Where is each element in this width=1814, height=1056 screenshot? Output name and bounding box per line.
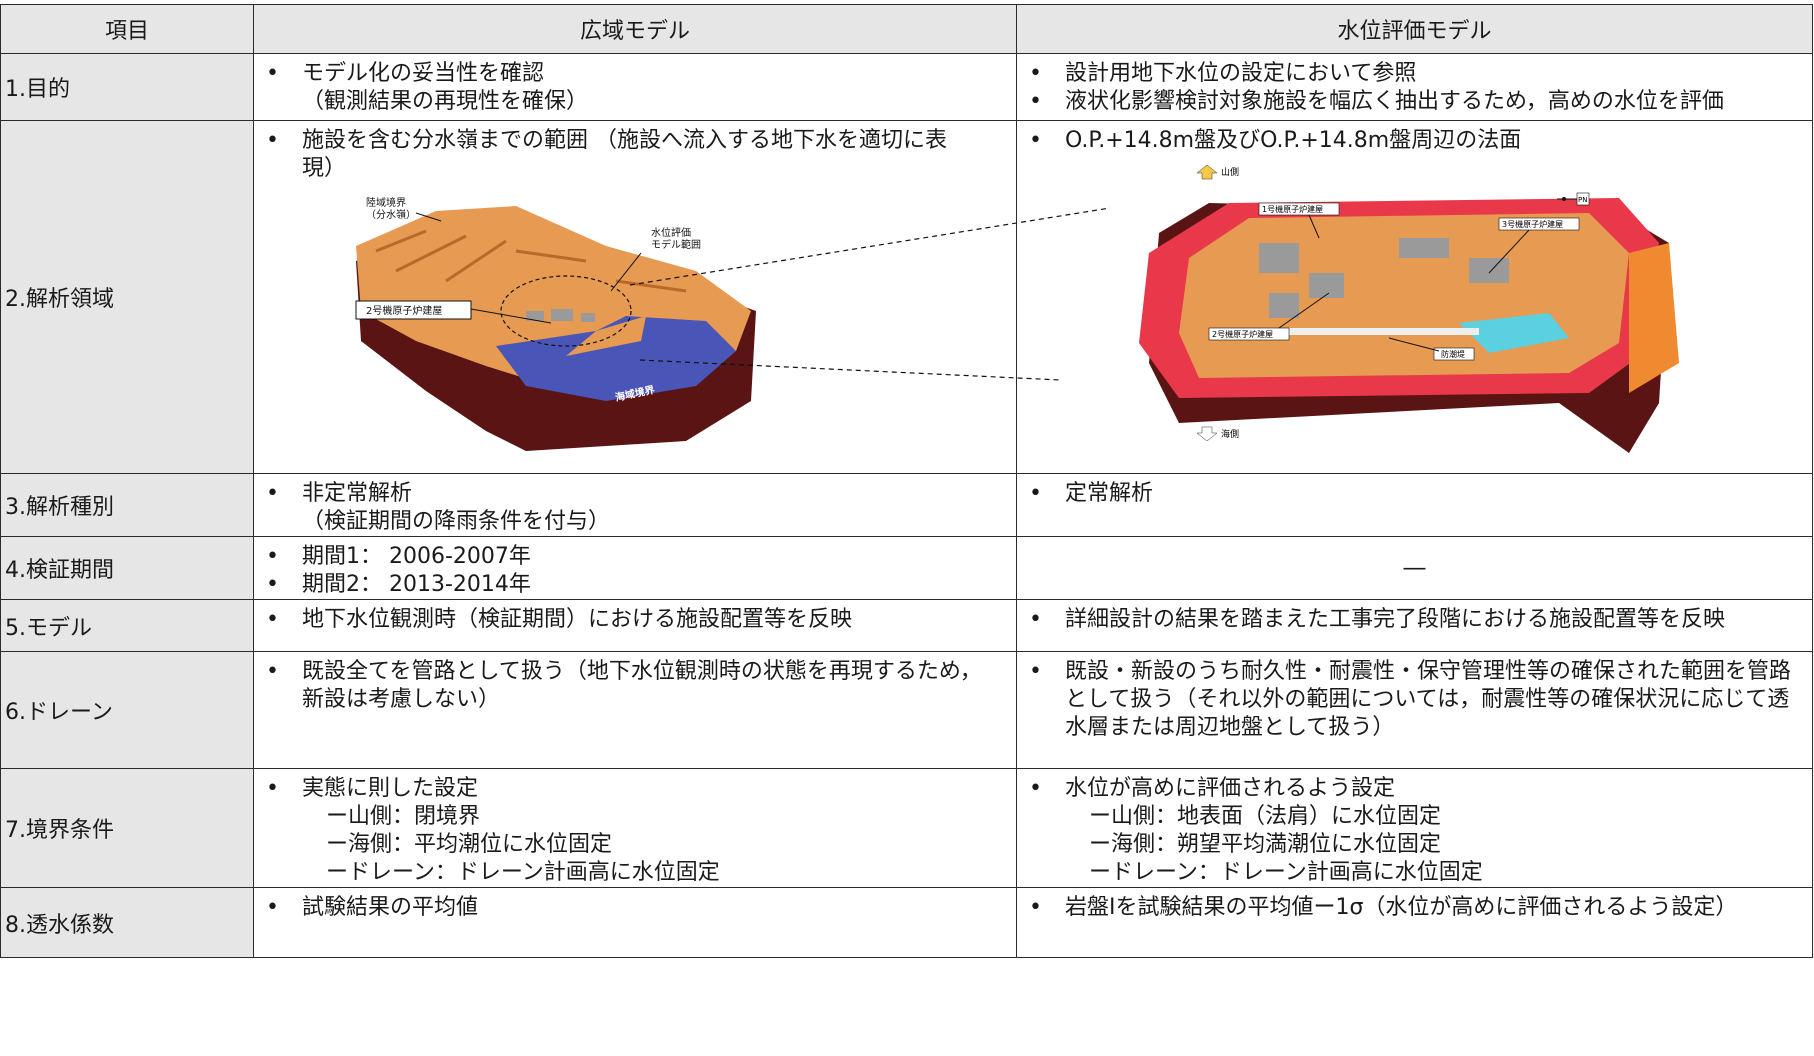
row-label: 7.境界条件	[0, 768, 254, 888]
cell-text: O.P.+14.8m盤及びO.P.+14.8m盤周辺の法面	[1029, 127, 1804, 155]
cell-text: ー山側：閉境界	[326, 804, 481, 829]
cell-text: ー海側：朔望平均満潮位に水位固定	[1089, 832, 1442, 857]
cell-text: 詳細設計の結果を踏まえた工事完了段階における施設配置等を反映	[1029, 606, 1804, 634]
unit3-label: 3号機原子炉建屋	[1502, 219, 1563, 229]
cell-text: 地下水位観測時（検証期間）における施設配置等を反映	[266, 606, 1008, 634]
cell-wide: 期間1： 2006-2007年 期間2： 2013-2014年	[253, 536, 1017, 600]
table-row: 8.透水係数 試験結果の平均値 岩盤Ⅰを試験結果の平均値ー1σ（水位が高めに評価…	[0, 887, 1813, 958]
cell-text: 液状化影響検討対象施設を幅広く抽出するため，高めの水位を評価	[1029, 88, 1804, 116]
cell-text: 設計用地下水位の設定において参照	[1029, 60, 1804, 88]
cell-text: モデル化の妥当性を確認	[266, 60, 1008, 88]
cell-text: （検証期間の降雨条件を付与）	[302, 509, 611, 534]
terrain-shape	[1179, 213, 1629, 378]
mountain-side-label: 山側	[1221, 166, 1239, 178]
row-label: 1.目的	[0, 53, 254, 121]
cell-text: ードレーン：ドレーン計画高に水位固定	[326, 860, 720, 885]
sea-side-label: 海側	[1221, 428, 1239, 440]
row-label: 3.解析種別	[0, 473, 254, 537]
cell-level: O.P.+14.8m盤及びO.P.+14.8m盤周辺の法面 山	[1016, 120, 1813, 474]
cell-text: ー海側：平均潮位に水位固定	[326, 832, 613, 857]
comparison-table: 項目 広域モデル 水位評価モデル 1.目的 モデル化の妥当性を確認 （観測結果の…	[0, 4, 1813, 958]
eval-range-sub: モデル範囲	[651, 238, 701, 251]
cell-wide: 既設全てを管路として扱う（地下水位観測時の状態を再現するため，新設は考慮しない）	[253, 651, 1017, 769]
unit2-label: 2号機原子炉建屋	[1212, 329, 1273, 339]
cell-text: 期間1： 2006-2007年	[266, 543, 1008, 571]
cell-text: ードレーン：ドレーン計画高に水位固定	[1089, 860, 1483, 885]
cell-text: 水位が高めに評価されるよう設定	[1029, 775, 1804, 803]
level-model-figure: 山側 海側 PN 1号機原子炉建屋 3号機原子炉建屋 2号機原子炉建屋	[1029, 163, 1804, 466]
cell-wide: 試験結果の平均値	[253, 887, 1017, 958]
eval-range-outline	[500, 275, 632, 347]
wide-model-terrain-image: 陸域境界 （分水嶺） 水位評価 モデル範囲 2号機原子炉建屋 海域境界	[355, 196, 756, 451]
cell-level: 既設・新設のうち耐久性・耐震性・保守管理性等の確保された範囲を管路として扱う（そ…	[1016, 651, 1813, 769]
cell-text: 非定常解析	[266, 480, 1008, 508]
table-row: 5.モデル 地下水位観測時（検証期間）における施設配置等を反映 詳細設計の結果を…	[0, 599, 1813, 652]
wide-model-figure: 陸域境界 （分水嶺） 水位評価 モデル範囲 2号機原子炉建屋 海域境界	[266, 191, 1008, 469]
header-level-model: 水位評価モデル	[1016, 4, 1813, 54]
cell-text: 既設・新設のうち耐久性・耐震性・保守管理性等の確保された範囲を管路として扱う（そ…	[1029, 658, 1804, 742]
cell-text: 期間2： 2013-2014年	[266, 571, 1008, 599]
row-label: 6.ドレーン	[0, 651, 254, 769]
header-wide-model: 広域モデル	[253, 4, 1017, 54]
table-row: 4.検証期間 期間1： 2006-2007年 期間2： 2013-2014年 ―	[0, 536, 1813, 600]
level-model-terrain-image: 山側 海側 PN 1号機原子炉建屋 3号機原子炉建屋 2号機原子炉建屋	[1139, 164, 1679, 453]
cell-wide: 非定常解析 （検証期間の降雨条件を付与）	[253, 473, 1017, 537]
cell-text: 既設全てを管路として扱う（地下水位観測時の状態を再現するため，新設は考慮しない）	[266, 658, 1008, 714]
row-label: 4.検証期間	[0, 536, 254, 600]
cell-wide: 実態に則した設定 ー山側：閉境界 ー海側：平均潮位に水位固定 ードレーン：ドレー…	[253, 768, 1017, 888]
eval-range-label: 水位評価	[651, 226, 691, 239]
unit1-label: 1号機原子炉建屋	[1262, 204, 1323, 214]
header-row: 項目 広域モデル 水位評価モデル	[0, 4, 1813, 54]
header-item: 項目	[0, 4, 254, 54]
cyan-area	[1459, 313, 1569, 353]
cell-text: 実態に則した設定	[266, 775, 1008, 803]
cell-wide: 地下水位観測時（検証期間）における施設配置等を反映	[253, 599, 1017, 652]
table-row: 6.ドレーン 既設全てを管路として扱う（地下水位観測時の状態を再現するため，新設…	[0, 651, 1813, 769]
cell-level: 岩盤Ⅰを試験結果の平均値ー1σ（水位が高めに評価されるよう設定）	[1016, 887, 1813, 958]
cell-text: ー山側：地表面（法肩）に水位固定	[1089, 804, 1442, 829]
table-row: 1.目的 モデル化の妥当性を確認 （観測結果の再現性を確保） 設計用地下水位の設…	[0, 53, 1813, 121]
cell-text: 試験結果の平均値	[266, 894, 1008, 922]
land-boundary-label: 陸域境界	[366, 196, 406, 209]
cell-level: 設計用地下水位の設定において参照 液状化影響検討対象施設を幅広く抽出するため，高…	[1016, 53, 1813, 121]
cell-level: ―	[1016, 536, 1813, 600]
row-label: 8.透水係数	[0, 887, 254, 958]
cell-wide: モデル化の妥当性を確認 （観測結果の再現性を確保）	[253, 53, 1017, 121]
north-label: PN	[1578, 196, 1587, 204]
cell-level: 詳細設計の結果を踏まえた工事完了段階における施設配置等を反映	[1016, 599, 1813, 652]
cell-level: 水位が高めに評価されるよう設定 ー山側：地表面（法肩）に水位固定 ー海側：朔望平…	[1016, 768, 1813, 888]
row-label: 2.解析領域	[0, 120, 254, 474]
cell-text: （観測結果の再現性を確保）	[302, 89, 589, 114]
row-label: 5.モデル	[0, 599, 254, 652]
reactor-label: 2号機原子炉建屋	[366, 304, 442, 317]
cell-level: 定常解析	[1016, 473, 1813, 537]
seawall-label: 防潮堤	[1441, 349, 1465, 359]
table-row: 7.境界条件 実態に則した設定 ー山側：閉境界 ー海側：平均潮位に水位固定 ード…	[0, 768, 1813, 888]
cell-text: 岩盤Ⅰを試験結果の平均値ー1σ（水位が高めに評価されるよう設定）	[1029, 894, 1804, 922]
land-boundary-sub: （分水嶺）	[366, 209, 416, 221]
table-row: 3.解析種別 非定常解析 （検証期間の降雨条件を付与） 定常解析	[0, 473, 1813, 537]
cell-text: 定常解析	[1029, 480, 1804, 508]
